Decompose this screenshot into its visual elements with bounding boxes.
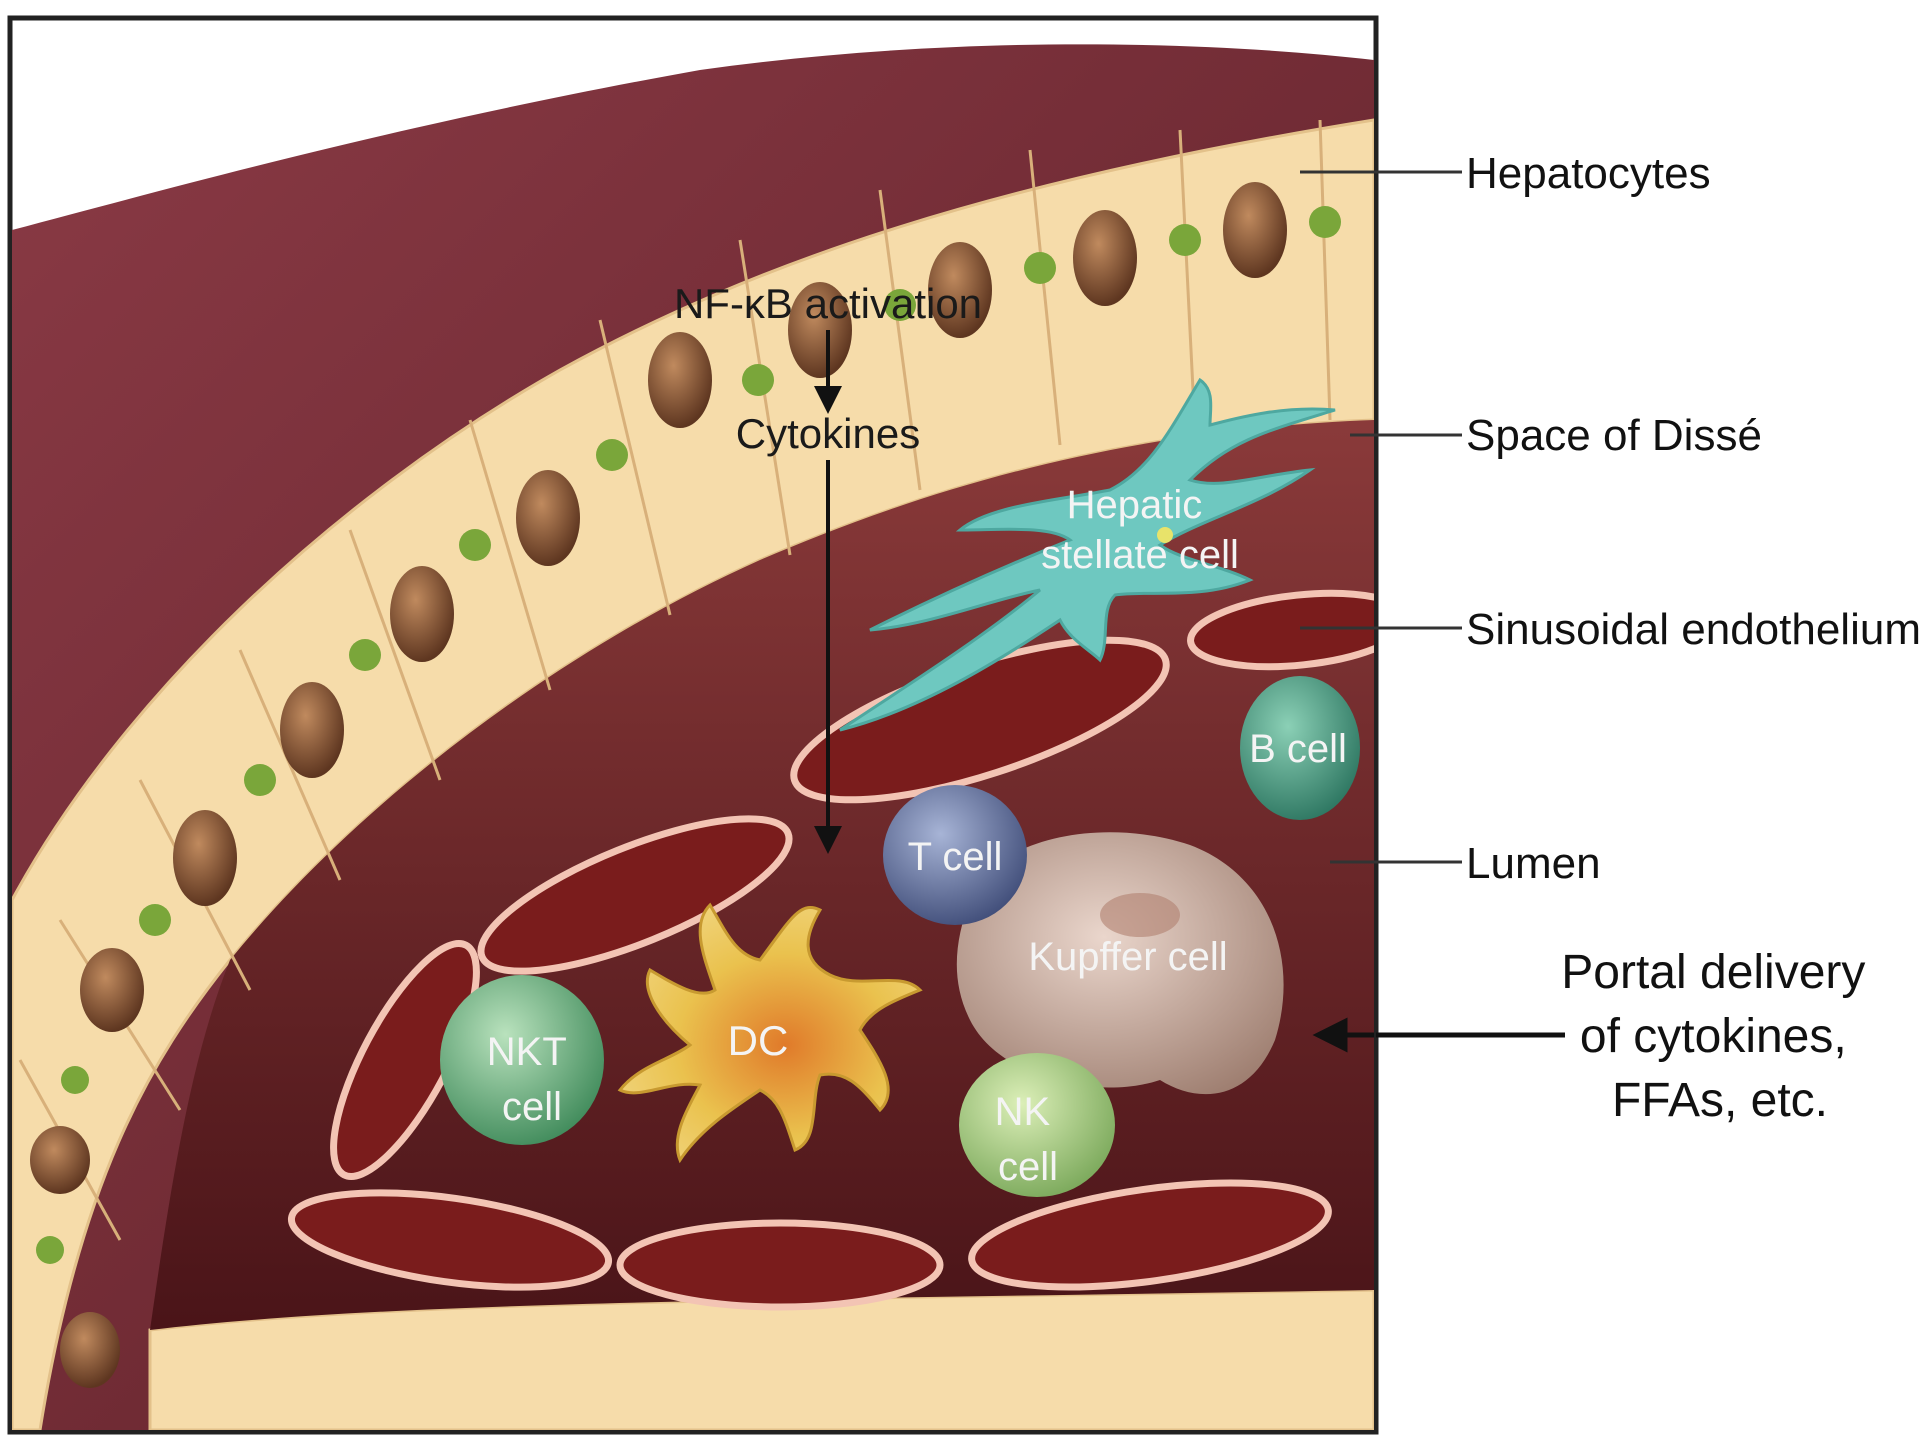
- label-nk-line-1: NK: [995, 1090, 1051, 1134]
- label-portal-delivery-line-2: of cytokines,: [1580, 1010, 1847, 1063]
- label-hepatocytes: Hepatocytes: [1466, 149, 1711, 198]
- label-hepatic-stellate-line-1: Hepatic: [1067, 483, 1203, 527]
- label-dc: DC: [728, 1017, 789, 1064]
- label-portal-delivery: Portal delivery of cytokines, FFAs, etc.: [1561, 946, 1878, 1127]
- label-b-cell: B cell: [1249, 727, 1347, 771]
- label-portal-delivery-line-3: FFAs, etc.: [1612, 1074, 1828, 1127]
- label-nkt-line-2: cell: [502, 1085, 562, 1129]
- label-hepatic-stellate-line-2: stellate cell: [1041, 533, 1239, 577]
- label-space-of-disse: Space of Dissé: [1466, 411, 1762, 460]
- label-t-cell: T cell: [908, 835, 1003, 879]
- label-nkt-line-1: NKT: [487, 1030, 567, 1074]
- annotation-nfkb: NF-κB activation: [674, 280, 982, 327]
- label-kupffer-cell: Kupffer cell: [1028, 935, 1227, 979]
- label-portal-delivery-line-1: Portal delivery: [1561, 946, 1865, 999]
- annotation-cytokines: Cytokines: [736, 410, 920, 457]
- label-nk-line-2: cell: [998, 1145, 1058, 1189]
- label-lumen: Lumen: [1466, 839, 1601, 888]
- label-sinusoidal-endothelium: Sinusoidal endothelium: [1466, 605, 1920, 654]
